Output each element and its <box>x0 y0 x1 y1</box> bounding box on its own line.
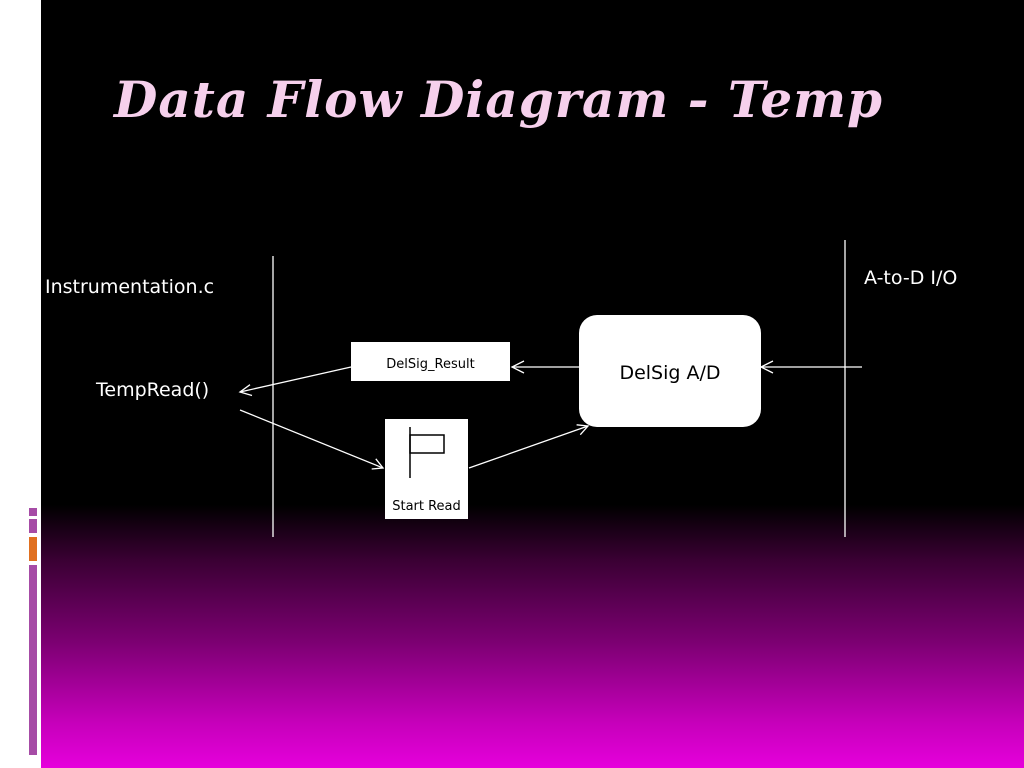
arrowhead-io-to-adc <box>759 360 774 374</box>
process-label-delsig-ad: DelSig A/D <box>619 362 720 384</box>
slide-background <box>41 0 1024 768</box>
arrow-tempread-to-startread <box>239 409 384 469</box>
slide-title: Data Flow Diagram - Temp <box>114 70 884 129</box>
accent-bar-purple <box>29 519 37 533</box>
arrow-startread-to-adc <box>468 425 589 469</box>
accent-bar-purple-long <box>29 565 37 755</box>
flag-icon <box>409 434 445 454</box>
accent-bar-purple-top <box>29 508 37 516</box>
arrowhead-startread-to-adc <box>576 424 590 436</box>
store-box-delsig-result <box>351 342 510 381</box>
process-box-delsig-ad <box>579 315 761 427</box>
arrow-result-to-tempread <box>239 366 352 393</box>
process-label-tempread: TempRead() <box>95 379 209 401</box>
arrowhead-adc-to-result <box>510 360 525 374</box>
store-label-delsig-result: DelSig_Result <box>386 357 474 372</box>
boundary-label-adc-io: A-to-D I/O <box>864 267 957 289</box>
flag-label-start-read: Start Read <box>392 499 461 514</box>
arrowhead-result-to-tempread <box>238 384 253 397</box>
arrowhead-tempread-to-startread <box>371 458 385 470</box>
accent-bar-orange <box>29 537 37 561</box>
boundary-label-instrumentation: Instrumentation.c <box>45 276 214 298</box>
